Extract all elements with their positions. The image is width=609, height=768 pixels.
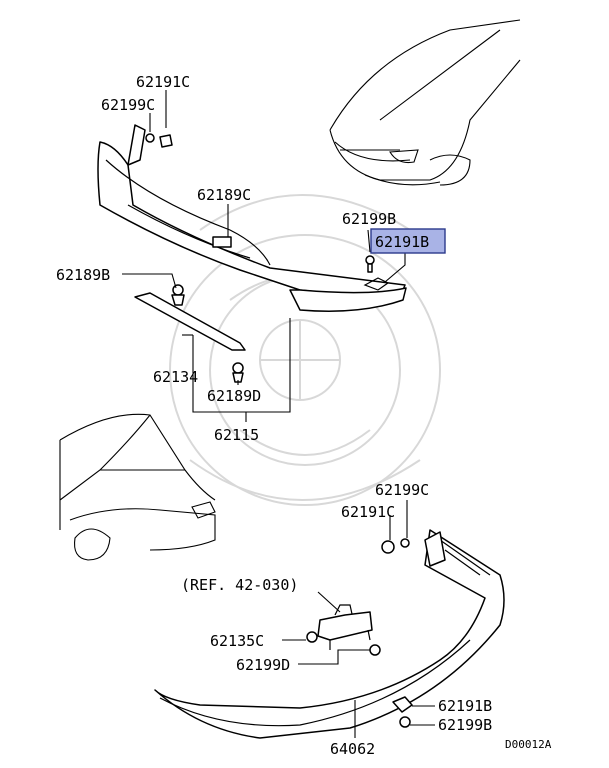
front-fasteners: [145, 133, 375, 383]
callout-62135c[interactable]: 62135C: [210, 632, 264, 650]
callout-62199b-bottom[interactable]: 62199B: [438, 716, 492, 734]
callout-62189d[interactable]: 62189D: [207, 387, 261, 405]
rear-fasteners: [306, 538, 413, 728]
callout-62189c[interactable]: 62189C: [197, 186, 251, 204]
rear-bumper: [154, 529, 505, 739]
callout-62189b[interactable]: 62189B: [56, 266, 110, 284]
callout-62191b-top[interactable]: 62191B: [375, 233, 429, 251]
callout-62191c-top[interactable]: 62191C: [136, 73, 190, 91]
leader-lines: [122, 90, 435, 738]
callout-62115[interactable]: 62115: [214, 426, 259, 444]
callout-62199b-top[interactable]: 62199B: [342, 210, 396, 228]
car-front-illustration: [329, 19, 521, 186]
front-bumper: [97, 124, 407, 312]
callout-64062[interactable]: 64062: [330, 740, 375, 758]
callout-62199c-bottom[interactable]: 62199C: [375, 481, 429, 499]
callout-labels: 62191C 62199C 62189C 62199B 62191B 62189…: [56, 73, 552, 758]
rear-bracket: [317, 604, 373, 650]
callout-62134[interactable]: 62134: [153, 368, 198, 386]
highlight-box-62191b: [370, 228, 446, 254]
strip-62134: [134, 292, 246, 351]
callout-ref-42-030[interactable]: (REF. 42-030): [181, 576, 298, 594]
callout-62191c-bottom[interactable]: 62191C: [341, 503, 395, 521]
callout-62191b-bottom[interactable]: 62191B: [438, 697, 492, 715]
car-rear-illustration: [59, 413, 216, 561]
diagram-code: D00012A: [505, 738, 552, 751]
callout-62199d[interactable]: 62199D: [236, 656, 290, 674]
callout-62199c-top[interactable]: 62199C: [101, 96, 155, 114]
